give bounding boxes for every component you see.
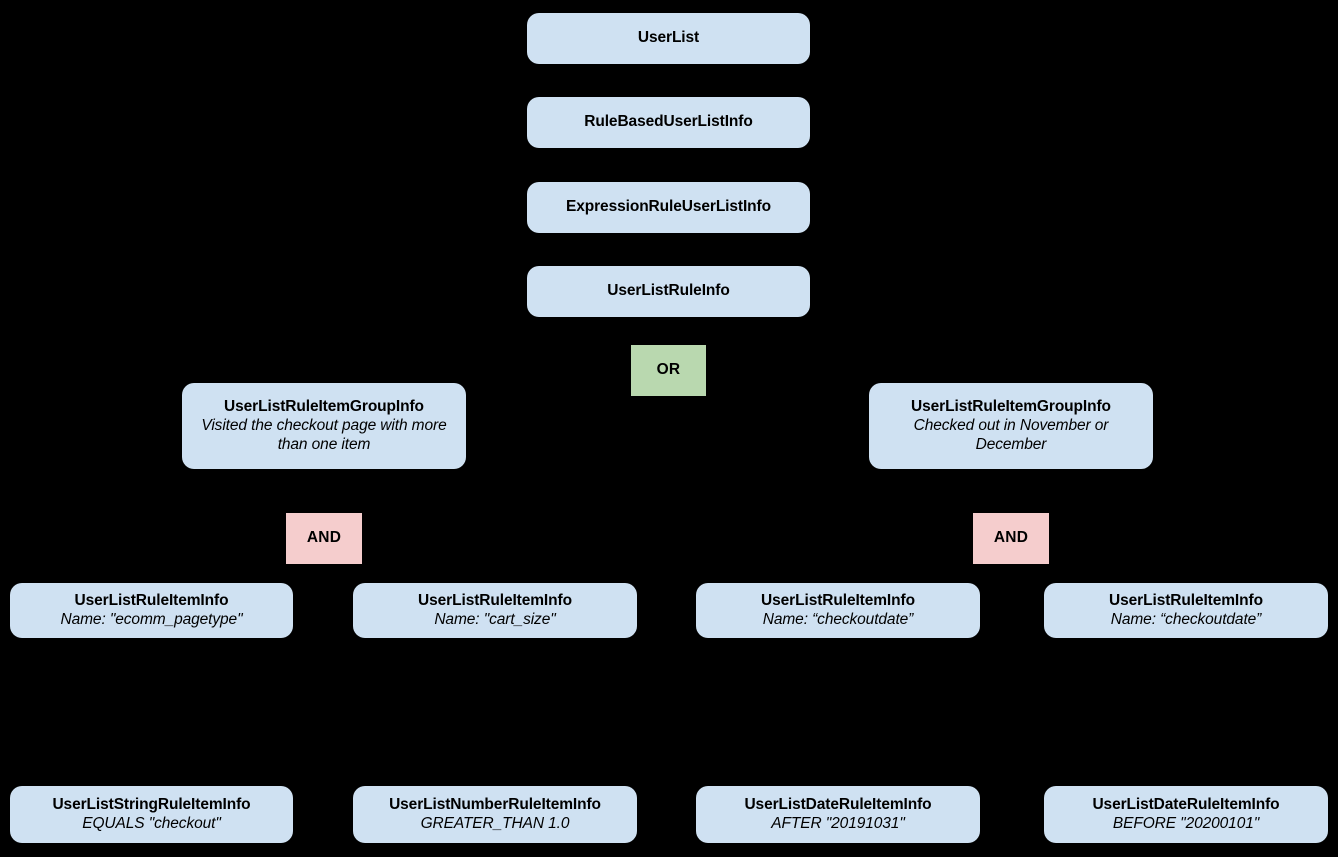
node-title: UserList [637, 29, 700, 47]
node-subtitle: Name: “checkoutdate” [762, 611, 914, 628]
node-subtitle: GREATER_THAN 1.0 [420, 815, 570, 832]
node-title: ExpressionRuleUserListInfo [566, 198, 771, 216]
node-subtitle: Visited the checkout page with more than… [201, 417, 447, 453]
node-userlistruleinfo[interactable]: UserListRuleInfo [527, 266, 810, 317]
node-and-left[interactable]: AND [286, 513, 362, 564]
node-title: UserListStringRuleItemInfo [52, 795, 251, 813]
node-rulebaseduserlistinfo[interactable]: RuleBasedUserListInfo [527, 97, 810, 148]
node-subtitle: BEFORE "20200101" [1112, 815, 1260, 832]
node-title: UserListRuleItemGroupInfo [224, 398, 424, 416]
node-title: UserListRuleItemInfo [418, 591, 572, 609]
node-title: UserListRuleItemInfo [761, 591, 915, 609]
node-title: UserListDateRuleItemInfo [1092, 795, 1280, 813]
node-subtitle: Checked out in November or December [913, 417, 1109, 453]
edge-and-right-to-item-checkoutdate-before [1010, 563, 1187, 584]
node-title: UserListNumberRuleItemInfo [389, 795, 601, 813]
node-subtitle: Name: “checkoutdate” [1110, 611, 1262, 628]
node-userlist[interactable]: UserList [527, 13, 810, 64]
node-title: UserListRuleItemGroupInfo [911, 398, 1111, 416]
node-or-operator[interactable]: OR [631, 345, 706, 396]
node-title: UserListRuleItemInfo [74, 591, 229, 609]
operator-label: OR [656, 361, 681, 379]
operator-label: AND [993, 529, 1029, 547]
node-subtitle: AFTER "20191031" [771, 815, 905, 832]
node-expressionruleuserlistinfo[interactable]: ExpressionRuleUserListInfo [527, 182, 810, 233]
node-subtitle: Name: "ecomm_pagetype" [60, 611, 243, 628]
edge-and-right-to-item-checkoutdate-after [837, 563, 1012, 584]
edge-and-left-to-item-cart-size [323, 563, 496, 584]
operator-label: AND [306, 529, 342, 547]
edge-and-left-to-item-ecomm-pagetype [150, 563, 325, 584]
node-subtitle: EQUALS "checkout" [82, 815, 221, 832]
node-title: UserListRuleItemInfo [1109, 591, 1263, 609]
node-subtitle: Name: "cart_size" [434, 611, 556, 628]
node-title: RuleBasedUserListInfo [584, 113, 753, 131]
node-and-right[interactable]: AND [973, 513, 1049, 564]
node-title: UserListRuleInfo [607, 282, 730, 300]
node-title: UserListDateRuleItemInfo [744, 795, 932, 813]
